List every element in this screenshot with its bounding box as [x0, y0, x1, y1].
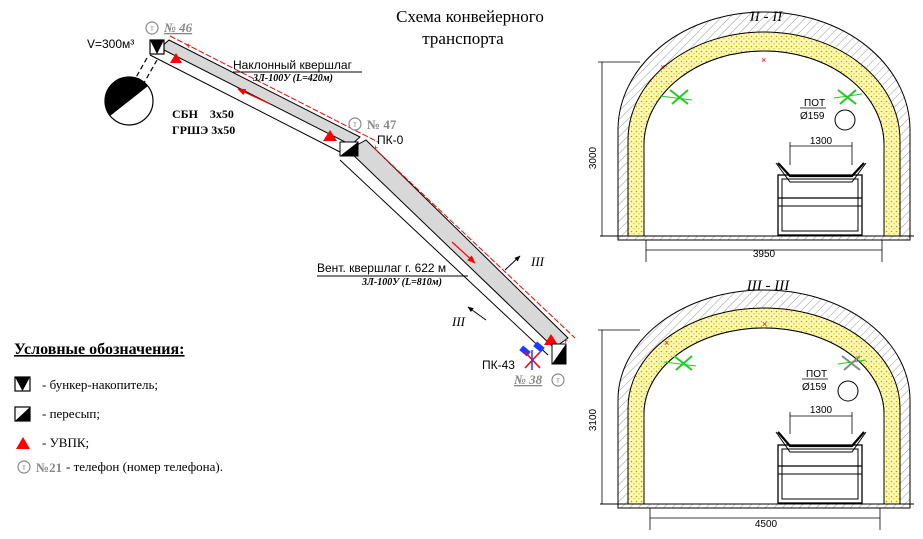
- section-iii-pot-label: ПОТ: [806, 369, 827, 380]
- section-iii-pipe-label: Ø159: [802, 382, 827, 393]
- section-mark-upper-label: III: [530, 254, 545, 269]
- section-ii-red-mark-top: ×: [761, 55, 766, 65]
- cross-section-iii: III - III × × ПОТ Ø159: [588, 278, 914, 530]
- inclined-crosscut-belt-line: [149, 54, 341, 153]
- equipment-sbn-label: СБН 3х50: [172, 107, 234, 121]
- vent-crosscut-red-line: [373, 147, 576, 339]
- phone-icon: [348, 117, 362, 131]
- phone-46: т № 46: [145, 20, 193, 35]
- phone-icon: [551, 373, 565, 387]
- legend-bunker-text: - бункер-накопитель;: [42, 377, 158, 392]
- section-iii-pipe: [837, 380, 859, 402]
- transfer-point-pk43: [551, 343, 567, 365]
- section-iii-belt-width: 1300: [810, 405, 833, 416]
- phone-icon-letter: т: [353, 120, 357, 129]
- pk0-label: ПК-0: [377, 133, 404, 147]
- inclined-crosscut-name: Наклонный квершлаг: [233, 58, 353, 72]
- bunker-symbol: [149, 39, 165, 55]
- phone-47: т № 47: [348, 117, 397, 132]
- legend-phone-icon-letter: т: [22, 463, 26, 472]
- legend-phone-text: - телефон (номер телефона).: [66, 459, 223, 474]
- pk43-label: ПК-43: [482, 358, 515, 372]
- inclined-flow-arrow: [237, 88, 271, 105]
- section-ii-anchor-left: [659, 89, 693, 105]
- section-iii-conveyor: [775, 431, 867, 504]
- uvpk-marker-3: [544, 334, 558, 345]
- bunker-volume-label: V=300м³: [87, 37, 134, 51]
- section-iii-width: 4500: [755, 519, 778, 530]
- red-cross-3: +: [563, 336, 568, 346]
- phone-47-number: № 47: [367, 117, 397, 132]
- section-mark-upper: III: [504, 254, 545, 271]
- inclined-crosscut-band: [159, 39, 361, 146]
- phone-icon: [145, 21, 159, 35]
- phone-38-number: № 38: [513, 372, 543, 387]
- cross-section-ii: II - II × × ПОТ Ø159: [588, 9, 914, 262]
- legend-transfer-icon: [14, 406, 31, 422]
- inclined-crosscut-conveyor: 3Л-100У (L=420м): [252, 73, 333, 84]
- vent-crosscut-band: [347, 139, 569, 349]
- section-ii-conveyor: [775, 162, 867, 236]
- transfer-point-pk0: [339, 141, 359, 157]
- red-cross-2: +: [373, 143, 378, 153]
- phone-icon-letter: т: [150, 24, 154, 33]
- conveyor-scheme: + + +: [104, 35, 576, 370]
- ore-pass-circle: [104, 76, 154, 126]
- section-iii-red-mark-left: ×: [664, 338, 669, 348]
- section-mark-lower: III: [451, 306, 487, 329]
- uvpk-marker-1: [170, 53, 182, 63]
- section-ii-red-mark-left: ×: [660, 62, 665, 72]
- section-iii-red-mark-top: ×: [762, 319, 767, 329]
- legend-bunker-icon: [14, 376, 31, 392]
- section-ii-belt-width: 1300: [810, 136, 833, 147]
- uvpk-marker-2: [323, 130, 337, 141]
- pump-station-symbol: [519, 341, 545, 370]
- red-cross-1: +: [186, 41, 191, 51]
- equipment-grshe-label: ГРШЭ 3х50: [172, 123, 235, 137]
- section-ii-width: 3950: [753, 249, 776, 260]
- section-iii-anchor-left: [663, 355, 697, 371]
- vent-crosscut-name: Вент. квершлаг г. 622 м: [317, 261, 446, 275]
- section-ii-height: 3000: [588, 146, 599, 169]
- phone-38: № 38 т: [513, 372, 565, 387]
- section-ii-pot-label: ПОТ: [804, 98, 825, 109]
- diagram-title-line1: Схема конвейерного: [396, 7, 544, 26]
- section-ii-pipe-label: Ø159: [800, 111, 825, 122]
- section-iii-height: 3100: [588, 408, 599, 431]
- diagram-title-line2: транспорта: [422, 29, 504, 48]
- legend-phone-number: №21: [36, 460, 62, 475]
- legend-heading: Условные обозначения:: [14, 341, 185, 358]
- phone-icon-letter: т: [556, 376, 560, 385]
- section-ii-anchor-right: [833, 89, 863, 105]
- legend-uvpk-text: - УВПК;: [42, 435, 89, 450]
- vent-crosscut-conveyor: 3Л-100У (L=810м): [361, 277, 442, 288]
- legend: Условные обозначения: - бункер-накопител…: [14, 341, 223, 475]
- phone-46-number: № 46: [163, 20, 193, 35]
- vent-crosscut-belt-line: [339, 159, 549, 356]
- legend-phone-icon: [17, 460, 31, 474]
- vent-flow-arrow: [451, 241, 476, 264]
- inclined-crosscut-red-line: [169, 35, 379, 143]
- section-mark-lower-label: III: [451, 314, 466, 329]
- section-ii-pipe: [834, 109, 856, 131]
- legend-uvpk-icon: [16, 437, 30, 449]
- section-iii-anchor-right: [837, 355, 867, 371]
- legend-transfer-text: - пересып;: [42, 406, 100, 421]
